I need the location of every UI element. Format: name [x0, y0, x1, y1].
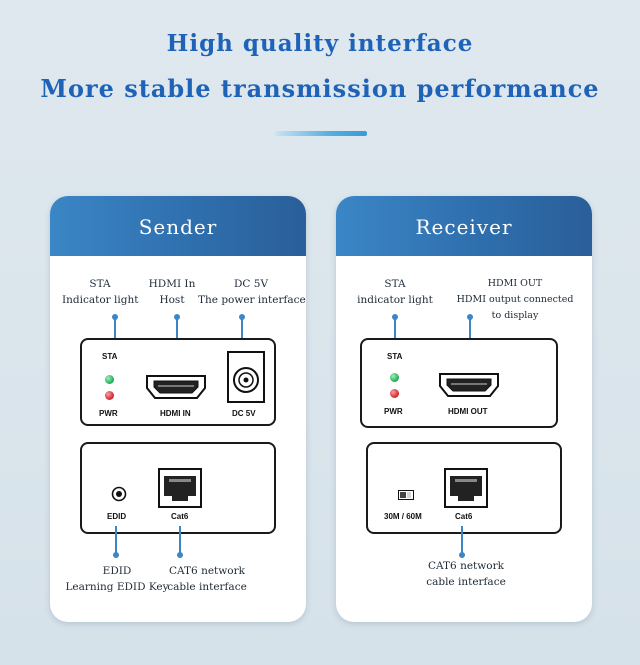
sender-panel-dc-text: DC 5V	[232, 409, 256, 418]
receiver-cat6-leader	[461, 526, 463, 554]
receiver-pwr-led	[390, 389, 399, 398]
sender-hdmi-in-port-icon	[146, 375, 206, 399]
receiver-cat6-label-desc: cable interface	[426, 576, 506, 588]
sender-sta-led	[105, 375, 114, 384]
receiver-hdmi-label-title: HDMI OUT	[487, 278, 543, 289]
sender-cat6-label-title: CAT6 network	[169, 565, 245, 577]
receiver-card-title: Receiver	[336, 196, 592, 256]
sender-hdmi-label-title: HDMI In	[148, 278, 196, 290]
sender-card: Sender STA Indicator light HDMI In Host …	[50, 196, 306, 622]
sender-dc-leader	[241, 317, 243, 355]
receiver-front-panel: STA PWR HDMI OUT	[360, 338, 558, 428]
headline-line-1: High quality interface	[166, 30, 474, 57]
sender-edid-label-title: EDID	[102, 565, 132, 577]
sender-sta-label-title: STA	[89, 278, 111, 290]
receiver-sta-label: STA indicator light	[350, 276, 440, 308]
receiver-panel-sta-text: STA	[387, 352, 403, 361]
sender-panel-sta-text: STA	[102, 352, 118, 361]
sender-sta-leader	[114, 317, 116, 343]
receiver-hdmi-label-desc: HDMI output connected	[456, 294, 574, 305]
sender-sta-label-desc: Indicator light	[62, 294, 139, 306]
receiver-sta-led	[390, 373, 399, 382]
receiver-cat6-leader-dot	[459, 552, 465, 558]
sender-dc-label-title: DC 5V	[233, 278, 269, 290]
title-divider	[275, 131, 367, 136]
sender-dc-jack-icon	[227, 351, 265, 403]
receiver-hdmi-out-port-icon	[439, 373, 499, 397]
receiver-sta-label-title: STA	[384, 278, 406, 290]
receiver-length-switch-icon	[398, 490, 414, 500]
sender-edid-leader	[115, 526, 117, 554]
sender-pwr-led	[105, 391, 114, 400]
sender-edid-leader-dot	[113, 552, 119, 558]
receiver-panel-switch-text: 30M / 60M	[384, 512, 422, 521]
receiver-rear-panel: 30M / 60M Cat6	[366, 442, 562, 534]
sender-hdmi-label-desc: Host	[159, 294, 185, 306]
sender-cat6-leader-dot	[177, 552, 183, 558]
sender-sta-label: STA Indicator light	[62, 276, 138, 308]
receiver-panel-pwr-text: PWR	[384, 407, 403, 416]
sender-edid-label: EDID Learning EDID Key	[58, 563, 176, 595]
receiver-cat6-label-title: CAT6 network	[428, 560, 504, 572]
sender-front-panel: STA PWR HDMI IN DC 5V	[80, 338, 276, 426]
receiver-rj45-port-icon	[444, 468, 488, 508]
sender-hdmi-label: HDMI In Host	[140, 276, 204, 308]
sender-cat6-label: CAT6 network cable interface	[160, 563, 254, 595]
receiver-sta-leader	[394, 317, 396, 343]
sender-panel-hdmi-text: HDMI IN	[160, 409, 191, 418]
receiver-panel-cat6-text: Cat6	[455, 512, 473, 521]
receiver-card: Receiver STA indicator light HDMI OUT HD…	[336, 196, 592, 622]
receiver-hdmi-label: HDMI OUT HDMI output connected to displa…	[450, 276, 580, 324]
sender-rj45-port-icon	[158, 468, 202, 508]
receiver-sta-label-desc: indicator light	[357, 294, 433, 306]
sender-panel-cat6-text: Cat6	[171, 512, 189, 521]
sender-card-title: Sender	[50, 196, 306, 256]
sender-rear-panel: EDID Cat6	[80, 442, 276, 534]
sender-edid-button-icon	[111, 486, 127, 502]
sender-dc-label: DC 5V The power interface	[198, 276, 306, 308]
sender-dc-label-desc: The power interface	[198, 294, 306, 306]
receiver-hdmi-label-desc-2: to display	[491, 310, 539, 321]
headline-line-2: More stable transmission performance	[40, 74, 600, 103]
sender-cat6-label-desc: cable interface	[167, 581, 247, 593]
sender-panel-edid-text: EDID	[107, 512, 127, 521]
sender-cat6-leader	[179, 526, 181, 554]
receiver-panel-hdmi-text: HDMI OUT	[448, 407, 488, 416]
receiver-cat6-label: CAT6 network cable interface	[416, 558, 516, 590]
sender-edid-label-desc: Learning EDID Key	[65, 581, 169, 593]
sender-panel-pwr-text: PWR	[99, 409, 118, 418]
